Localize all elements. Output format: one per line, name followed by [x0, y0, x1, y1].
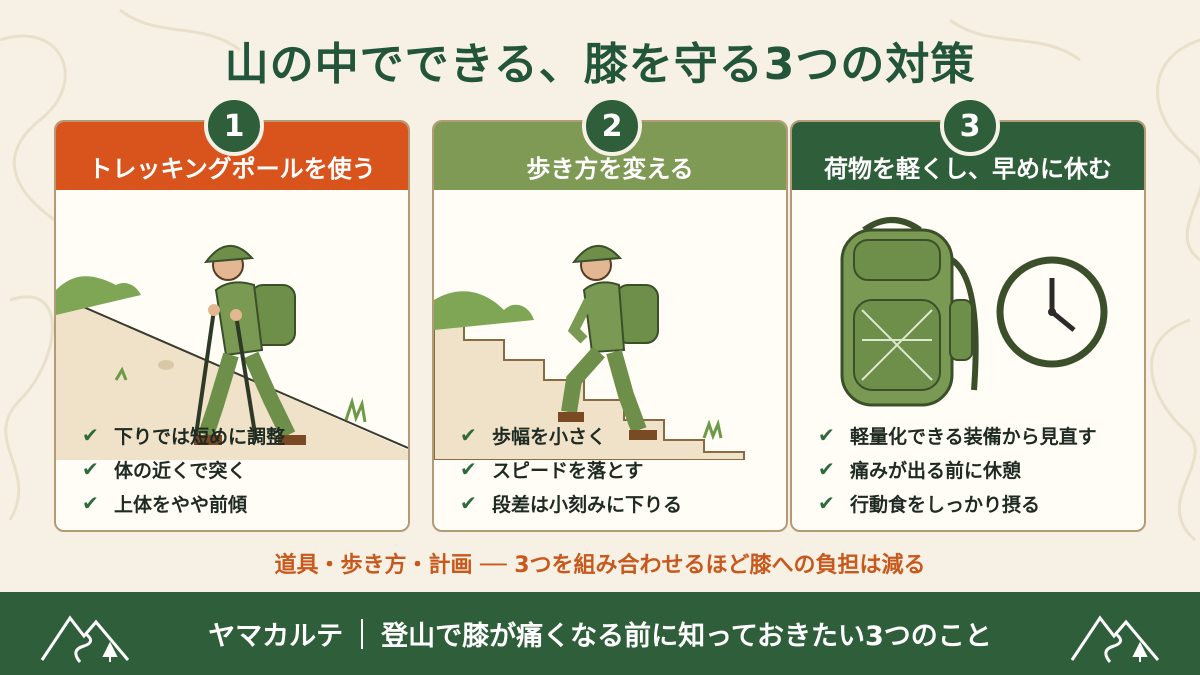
card-1-checklist: ✔下りでは短めに調整 ✔体の近くで突く ✔上体をやや前傾 [82, 418, 285, 520]
tip-card-1: トレッキングポールを使う ✔下りでは短めに調整 ✔体の近くで突く ✔上体をやや前… [54, 120, 410, 532]
footer-tagline: 登山で膝が痛くなる前に知っておきたい3つのこと [381, 621, 992, 652]
mountain-logo-icon [40, 615, 130, 663]
step-number-badge-3: 3 [940, 96, 1000, 156]
card-2-checklist: ✔歩幅を小さく ✔スピードを落とす ✔段差は小刻みに下りる [460, 418, 682, 520]
footer-divider [361, 618, 364, 649]
clock-icon [996, 256, 1108, 368]
page-title: 山の中でできる、膝を守る3つの対策 [224, 39, 976, 90]
check-icon: ✔ [818, 491, 835, 515]
check-icon: ✔ [818, 423, 835, 447]
list-item: ✔スピードを落とす [460, 457, 644, 482]
list-item: ✔軽量化できる装備から見直す [818, 423, 1097, 448]
step-number-badge-1: 1 [204, 96, 264, 156]
brand-name: ヤマカルテ [208, 621, 344, 652]
check-icon: ✔ [82, 457, 99, 481]
list-item: ✔下りでは短めに調整 [82, 423, 286, 448]
list-item: ✔歩幅を小さく [460, 423, 607, 448]
tip-card-3: 荷物を軽くし、早めに休む ✔軽量化できる装備から見直す ✔痛みが出る前に休憩 ✔… [790, 120, 1146, 532]
list-item: ✔痛みが出る前に休憩 [818, 457, 1022, 482]
backpack-icon [840, 217, 979, 407]
check-icon: ✔ [460, 491, 477, 515]
summary-line: 道具・歩き方・計画 ── 3つを組み合わせるほど膝への負担は減る [274, 553, 926, 578]
footer-bar: ヤマカルテ 登山で膝が痛くなる前に知っておきたい3つのこと [0, 592, 1200, 675]
check-icon: ✔ [460, 457, 477, 481]
list-item: ✔上体をやや前傾 [82, 491, 248, 516]
check-icon: ✔ [82, 491, 99, 515]
check-icon: ✔ [818, 457, 835, 481]
check-icon: ✔ [82, 423, 99, 447]
card-3-checklist: ✔軽量化できる装備から見直す ✔痛みが出る前に休憩 ✔行動食をしっかり摂る [818, 418, 1097, 520]
footer-text: ヤマカルテ 登山で膝が痛くなる前に知っておきたい3つのこと [0, 592, 1200, 675]
card-1-heading: トレッキングポールを使う [56, 122, 408, 190]
tip-card-2: 歩き方を変える ✔歩幅を小さく ✔スピードを落とす ✔段差は小刻みに下りる [432, 120, 788, 532]
mountain-logo-icon [1070, 615, 1160, 663]
hiker-climbing-stairs-illustration [434, 245, 745, 460]
check-icon: ✔ [460, 423, 477, 447]
hiker-with-poles-illustration [56, 245, 408, 460]
list-item: ✔体の近くで突く [82, 457, 247, 482]
step-number-badge-2: 2 [582, 96, 642, 156]
list-item: ✔行動食をしっかり摂る [818, 491, 1041, 516]
list-item: ✔段差は小刻みに下りる [460, 491, 683, 516]
backpack-and-clock-illustration [840, 217, 1108, 407]
